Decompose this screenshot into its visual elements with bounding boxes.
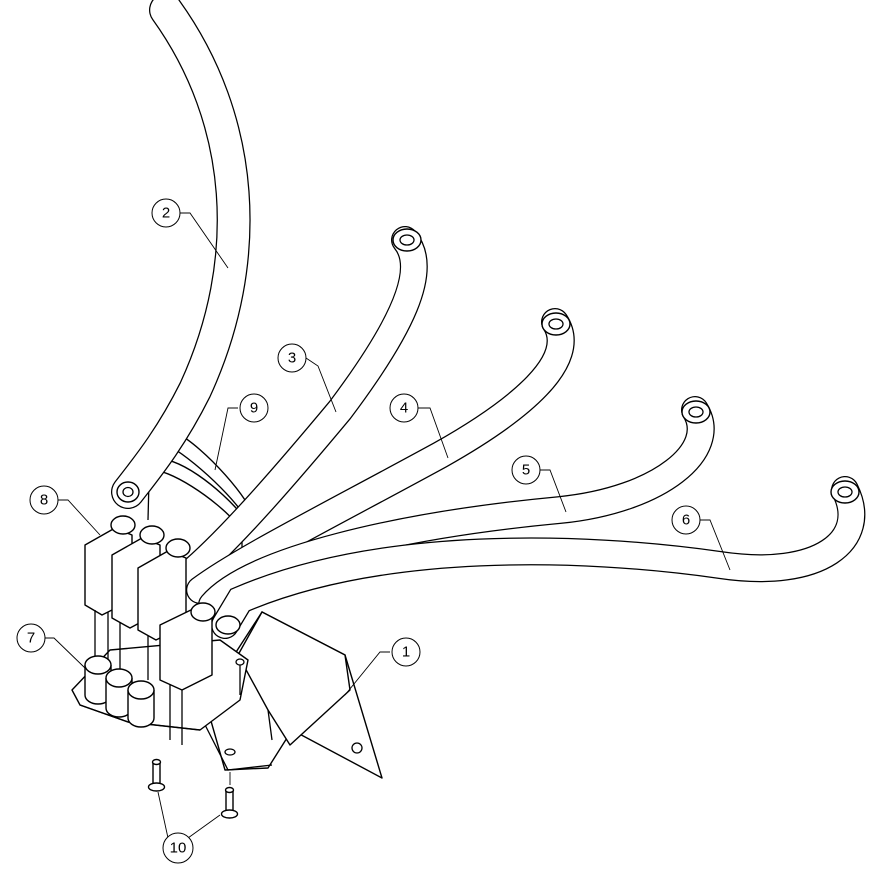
callout-5: 5	[511, 455, 541, 485]
callout-7-label: 7	[27, 630, 35, 647]
leader-lines	[44, 212, 731, 839]
callout-5-label: 5	[522, 462, 530, 479]
callout-9: 9	[239, 393, 269, 423]
callout-7: 7	[16, 623, 46, 653]
callout-10-label: 10	[170, 840, 187, 857]
callout-1: 1	[391, 637, 421, 667]
callout-8-label: 8	[40, 492, 48, 509]
callout-6-label: 6	[682, 512, 690, 529]
callout-4: 4	[389, 393, 419, 423]
mounting-bracket	[199, 611, 383, 779]
callout-2-label: 2	[162, 205, 170, 222]
screws	[147, 758, 239, 819]
hose-4	[186, 308, 575, 604]
callout-10: 10	[162, 832, 194, 864]
callout-6: 6	[671, 505, 701, 535]
elbow-fittings	[84, 515, 245, 745]
callout-1-label: 1	[402, 644, 410, 661]
callout-3-label: 3	[288, 350, 296, 367]
callout-4-label: 4	[400, 400, 408, 417]
hose-5	[198, 396, 715, 619]
callout-9-label: 9	[250, 400, 258, 417]
hose-6	[211, 476, 866, 639]
caps	[84, 655, 155, 728]
hose-3	[174, 226, 428, 589]
callout-3: 3	[277, 343, 307, 373]
callout-2: 2	[151, 198, 181, 228]
hose-2	[111, 0, 251, 509]
callout-8: 8	[29, 485, 59, 515]
